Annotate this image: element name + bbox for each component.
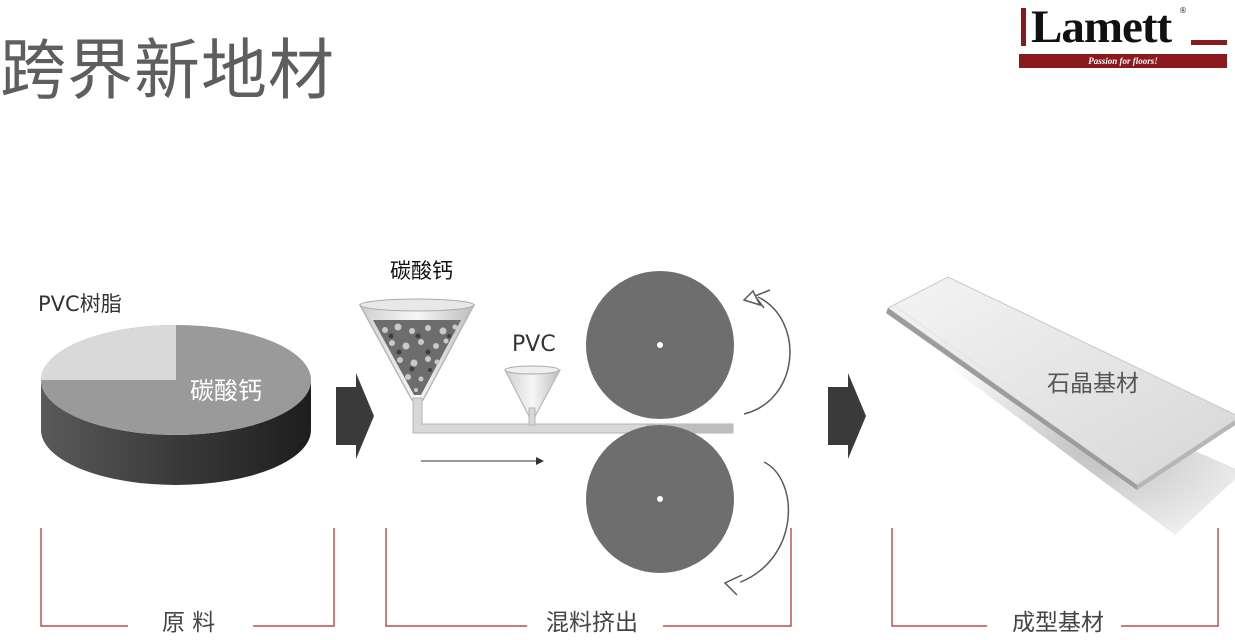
slide-title: 跨界新地材: [0, 32, 335, 109]
stage-label-raw: 原 料: [162, 610, 216, 636]
logo-underline: [1191, 40, 1227, 45]
logo-mark: [1021, 8, 1026, 46]
pvc-funnel: [504, 365, 562, 426]
arrow-right-icon: [336, 373, 374, 459]
hopper-label: 碳酸钙: [390, 259, 453, 283]
pie-slice-pvc: [41, 325, 176, 380]
funnel-label: PVC: [512, 332, 556, 357]
rotate-arrow-icon: [742, 289, 791, 415]
logo-reg-mark: ®: [1179, 6, 1187, 15]
logo-brand-text: Lamett: [1031, 1, 1172, 53]
calcium-hopper: [358, 298, 476, 401]
extrusion-pipe: [412, 397, 734, 434]
stage-label-forming: 成型基材: [1012, 610, 1104, 636]
logo-tagline-bar: [1019, 54, 1227, 68]
brand-logo: Lamett ® Passion for floors!: [1019, 1, 1229, 70]
pie-side: [41, 380, 311, 485]
product-label: 石晶基材: [1047, 371, 1139, 397]
stone-crystal-panel: [886, 276, 1235, 535]
upper-roller: [586, 271, 734, 419]
raw-material-pie: [41, 325, 311, 485]
arrow-right-icon: [828, 373, 866, 459]
rotate-arrow-icon: [723, 461, 790, 596]
flow-arrow-icon: [421, 457, 544, 465]
stage-label-extrusion: 混料挤出: [546, 610, 638, 636]
lower-roller: [586, 425, 734, 573]
pie-label-pvc: PVC树脂: [38, 292, 122, 316]
logo-tagline: Passion for floors!: [1088, 56, 1158, 66]
pie-label-calcium: 碳酸钙: [190, 377, 262, 405]
stage-brackets: [40, 528, 1219, 627]
